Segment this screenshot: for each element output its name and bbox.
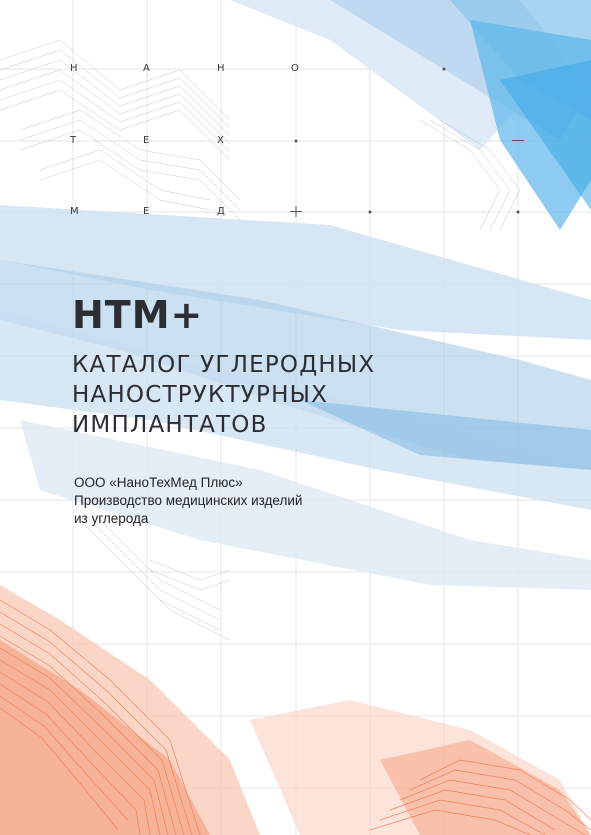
catalog-title-line: НАНОСТРУКТУРНЫХ <box>72 382 329 408</box>
catalog-title-line: ИМПЛАНТАТОВ <box>72 412 268 438</box>
company-info: ООО «НаноТехМед Плюс» Производство медиц… <box>74 474 302 528</box>
grid-letter: Е <box>143 135 150 146</box>
catalog-title-line: КАТАЛОГ УГЛЕРОДНЫХ <box>72 352 376 378</box>
grid-letter: Д <box>217 206 225 217</box>
grid-letter: О <box>291 63 299 74</box>
grid-letter: М <box>70 206 79 217</box>
company-description-line: из углерода <box>74 511 149 526</box>
grid-letter: А <box>143 63 150 74</box>
grid-letter: Н <box>70 63 78 74</box>
orange-wireframe-lines <box>0 599 591 835</box>
wireframe-lines <box>0 39 521 641</box>
company-name: ООО «НаноТехМед Плюс» <box>74 475 243 490</box>
grid-letter: Е <box>143 206 150 217</box>
grid-letter: Т <box>70 135 77 146</box>
grid-letter: Х <box>217 135 224 146</box>
grid-letter: Н <box>217 63 225 74</box>
catalog-title: КАТАЛОГ УГЛЕРОДНЫХ НАНОСТРУКТУРНЫХ ИМПЛА… <box>72 350 375 440</box>
company-description-line: Производство медицинских изделий <box>74 493 303 508</box>
grid-markers <box>290 67 524 217</box>
orange-crystal-shapes <box>0 585 591 835</box>
blue-crystal-shapes <box>0 0 591 590</box>
brand-logo-text: НТМ+ <box>72 293 204 337</box>
